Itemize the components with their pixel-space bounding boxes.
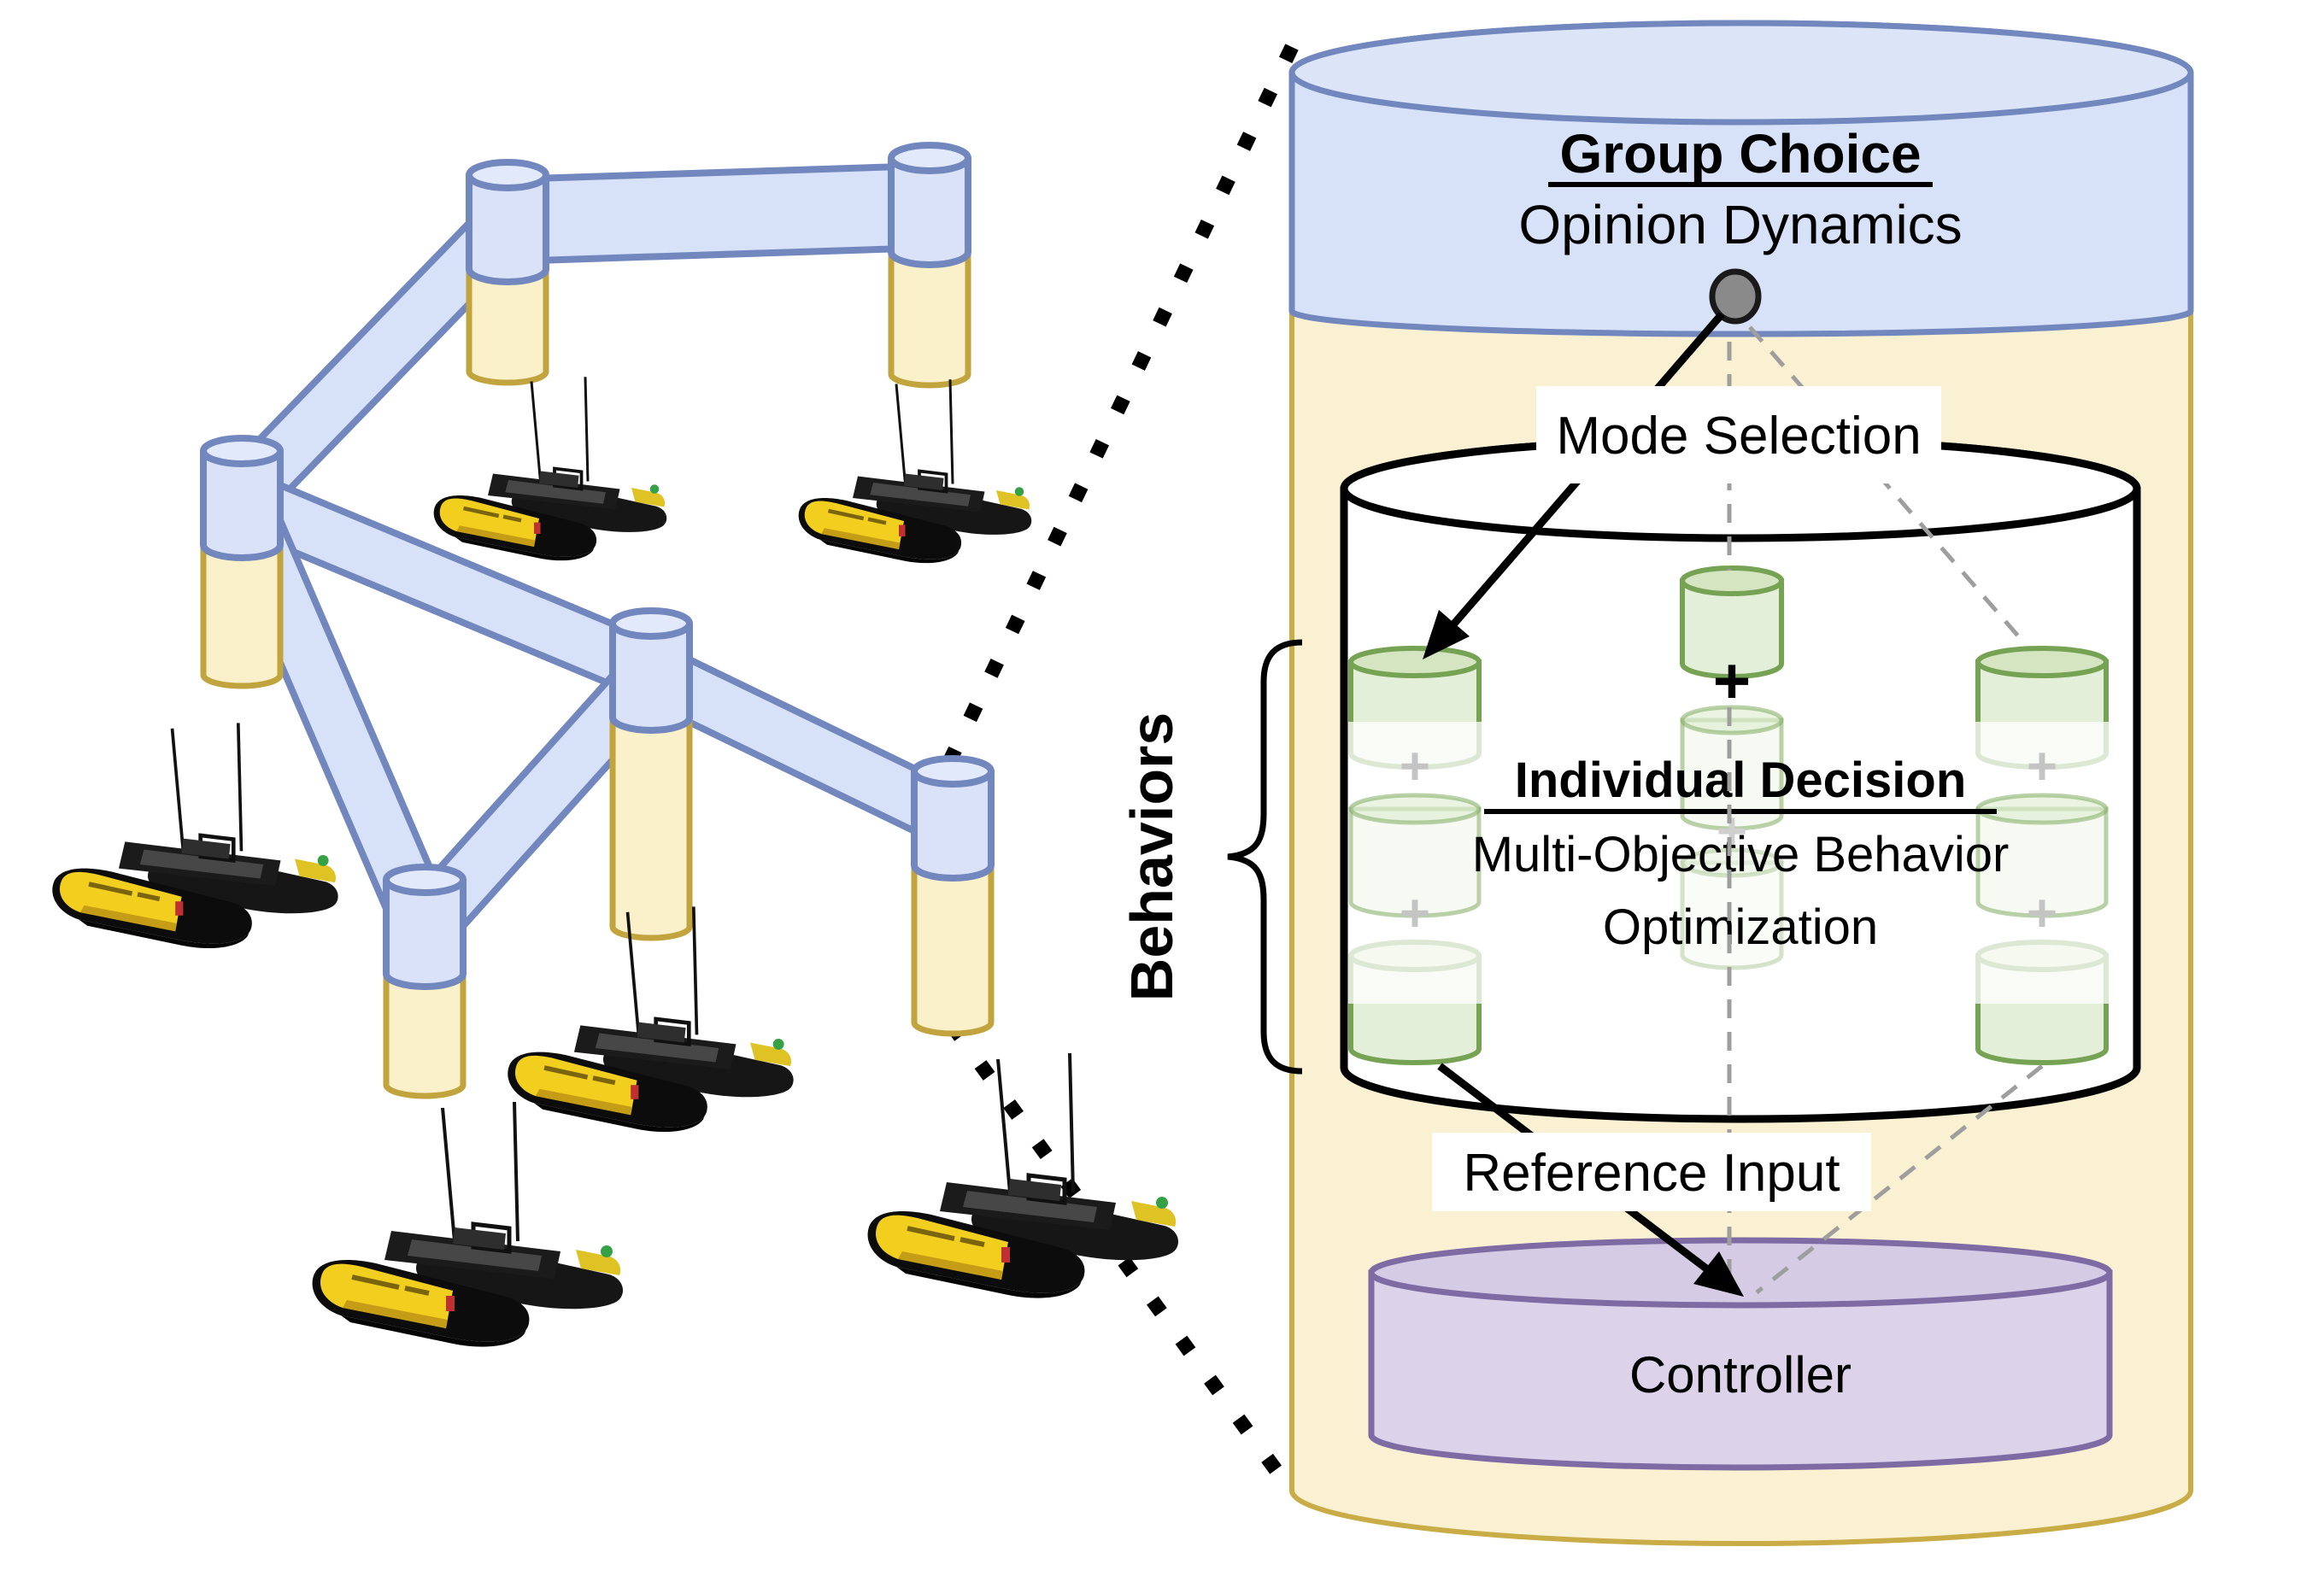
reference-input-label: Reference Input <box>1432 1133 1871 1211</box>
svg-text:Mode Selection: Mode Selection <box>1556 407 1921 466</box>
network-tube <box>637 643 967 847</box>
spar-cylinder <box>200 537 284 689</box>
node-cylinder <box>891 145 968 265</box>
node-cylinder <box>469 162 546 282</box>
zoom-cone-upper-dotted-line <box>943 44 1299 764</box>
network-tube <box>229 470 664 700</box>
usv-boat <box>313 1102 623 1347</box>
behaviors-label: Behaviors <box>1118 712 1185 1001</box>
usv-boat <box>799 379 1032 563</box>
controller-cylinder: Controller <box>1368 1237 2113 1471</box>
behaviors-annotation: Behaviors <box>1118 639 1303 1075</box>
node-cylinder <box>914 759 991 878</box>
node-cylinder <box>386 867 463 987</box>
group-choice-band-top <box>1288 20 2194 126</box>
node-cylinder <box>203 438 280 558</box>
behavior-column-left: + + <box>1348 646 1482 1065</box>
spar-cylinder <box>609 710 693 941</box>
opinion-node-dot <box>1709 268 1762 325</box>
mode-selection-label: Mode Selection <box>1536 386 1941 483</box>
svg-text:Reference Input: Reference Input <box>1463 1144 1840 1203</box>
robot-network-scene <box>52 145 1178 1347</box>
controller-label: Controller <box>1629 1346 1852 1403</box>
plus-icon: + <box>2027 737 2057 796</box>
spar-cylinder <box>911 858 995 1037</box>
behaviors-brace <box>1227 639 1303 1075</box>
node-cylinder <box>613 611 690 730</box>
ghost-behavior-cylinder <box>1680 847 1784 970</box>
behavior-column-center: + + <box>1680 565 1784 970</box>
behavior-cylinder-top <box>1348 646 1482 678</box>
behavior-cylinder-top <box>1975 646 2109 678</box>
ghost-behavior-cylinder <box>1348 793 1482 918</box>
ghost-behavior-cylinder <box>1975 793 2109 918</box>
zoom-cone <box>943 44 1301 1502</box>
plus-icon: + <box>1400 884 1430 943</box>
opinion-dynamics-label: Opinion Dynamics <box>1518 194 1962 255</box>
usv-boat <box>52 723 337 948</box>
dashed-option-line <box>1755 1064 2044 1294</box>
behavior-cylinder <box>1680 578 1784 679</box>
ghost-behavior-cylinder <box>1680 705 1784 831</box>
spar-cylinder <box>888 244 971 389</box>
architecture-panel: Group Choice Opinion Dynamics + + <box>1288 20 2194 1546</box>
spar-cylinder <box>466 261 549 386</box>
individual-decision-line2: Optimization <box>1603 899 1878 955</box>
network-tube <box>219 202 531 520</box>
plus-icon: + <box>1400 737 1430 796</box>
spar-cylinder <box>383 966 467 1099</box>
individual-decision-line1: Multi-Objective Behavior <box>1472 827 2010 882</box>
network-tubes <box>213 162 967 948</box>
behavior-cylinder-top <box>1680 565 1784 596</box>
individual-decision-title: Individual Decision <box>1515 753 1967 808</box>
usv-boat <box>434 377 667 560</box>
group-choice-title: Group Choice <box>1559 123 1921 185</box>
spar-cylinders <box>200 244 995 1099</box>
behavior-column-right: + + <box>1975 646 2109 1065</box>
network-tube <box>506 162 931 265</box>
plus-icon: + <box>2027 884 2057 943</box>
